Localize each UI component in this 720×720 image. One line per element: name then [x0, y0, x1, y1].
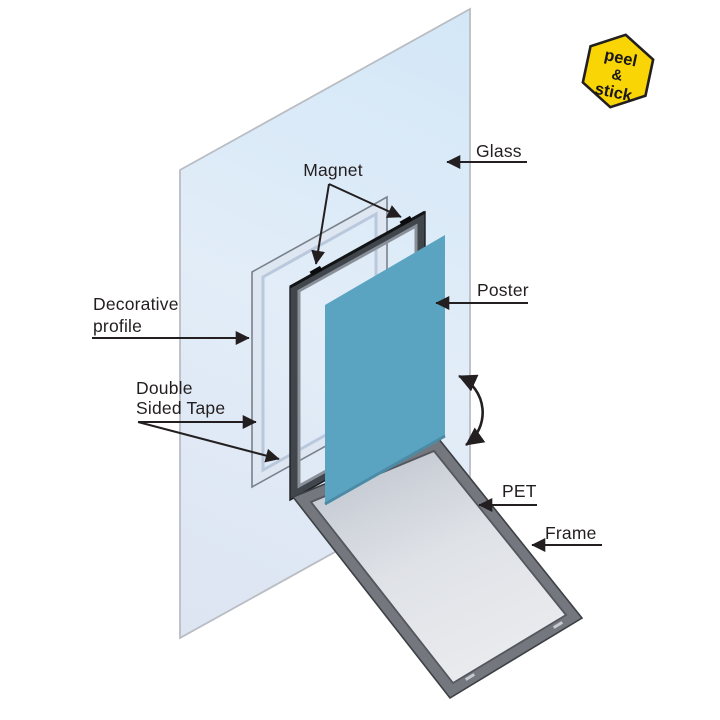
glass-label: Glass	[476, 141, 522, 161]
rotation-arrow	[458, 374, 486, 447]
peel-stick-badge: peel & stick	[581, 33, 655, 109]
double-sided-tape-arrow-2	[137, 421, 280, 463]
magnet-strip-left	[309, 265, 323, 277]
poster-bottom-edge	[324, 434, 446, 506]
magnet-label: Magnet	[303, 160, 363, 180]
double-sided-tape-label-line2: Sided Tape	[136, 398, 225, 418]
magnet-arrow-left	[311, 183, 330, 265]
poster-sheet	[325, 235, 445, 505]
poster-label: Poster	[477, 280, 529, 300]
decorative-profile-label-line1: Decorative	[93, 294, 179, 314]
magnet-strip-right	[399, 215, 413, 227]
badge-text-line2: &	[610, 66, 624, 85]
magnet-arrow-right	[328, 183, 402, 218]
decorative-profile-label-line2: profile	[93, 316, 142, 336]
pet-label: PET	[502, 481, 537, 501]
badge-hexagon	[581, 33, 655, 109]
flap-magnet-mark-right	[552, 621, 564, 629]
pet-sheet	[309, 449, 568, 685]
double-sided-tape-label-line1: Double	[136, 378, 193, 398]
flap-magnet-mark-left	[464, 673, 476, 681]
frame-label: Frame	[545, 523, 597, 543]
